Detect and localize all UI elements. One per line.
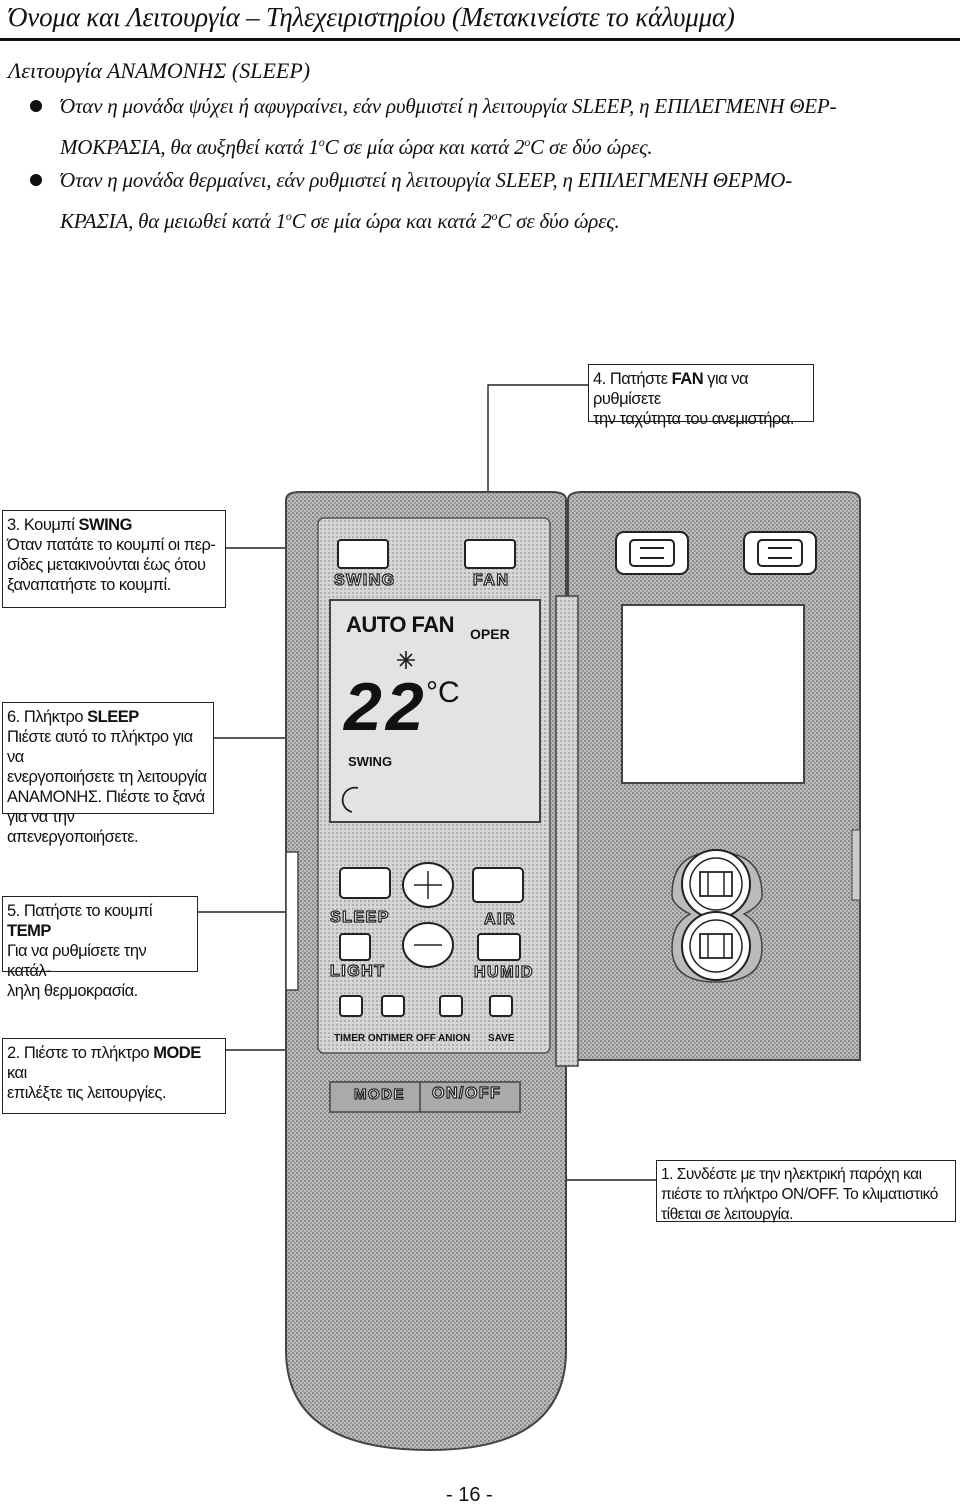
callout-fan: 4. Πατήστε FAN για να ρυθμίσετε την ταχύ… — [588, 364, 814, 428]
mode-button[interactable]: MODE — [353, 1085, 405, 1103]
callout-onoff: 1. Συνδέστε με την ηλεκτρική παρόχη και … — [656, 1160, 956, 1223]
timer-on-label: TIMER ON — [334, 1033, 383, 1044]
lcd-unit: °C — [426, 676, 460, 709]
callout-swing: 3. Κουμπί SWING Όταν πατάτε το κουμπί οι… — [2, 510, 226, 608]
lcd-temperature: 22 — [344, 669, 428, 745]
callout-mode: 2. Πιέστε το πλήκτρο MODE και επιλέξτε τ… — [2, 1038, 226, 1114]
anion-label: ANION — [438, 1033, 471, 1044]
light-button-label: LIGHT — [329, 962, 386, 980]
section-subtitle: Λειτουργία ΑΝΑΜΟΝΗΣ (SLEEP) — [8, 58, 311, 83]
bullet-1-line-1: Όταν η μονάδα ψύχει ή αφυγραίνει, εάν ρυ… — [60, 94, 837, 118]
lcd-oper: OPER — [470, 626, 510, 642]
remote-illustration — [63, 384, 861, 1452]
timer-off-label: TIMER OFF — [382, 1033, 436, 1044]
lcd-auto-fan: AUTO FAN — [346, 612, 455, 637]
lcd-swing: SWING — [348, 754, 393, 769]
bullet-1-line-2: ΜΟΚΡΑΣΙΑ, θα αυξηθεί κατά 1oC σε μία ώρα… — [60, 135, 653, 159]
bullet-dot — [30, 100, 42, 112]
fan-button-label: FAN — [472, 571, 510, 589]
bullet-2-line-1: Όταν η μονάδα θερμαίνει, εάν ρυθμιστεί η… — [60, 168, 793, 192]
bullet-dot — [30, 174, 42, 186]
snowflake-icon — [397, 651, 415, 669]
moon-icon — [341, 786, 359, 813]
callout-sleep: 6. Πλήκτρο SLEEP Πιέστε αυτό το πλήκτρο … — [2, 702, 214, 846]
bullet-2-line-2: ΚΡΑΣΙΑ, θα μειωθεί κατά 1oC σε μία ώρα κ… — [60, 209, 620, 233]
title-rule — [0, 38, 960, 41]
swing-button-label: SWING — [333, 571, 396, 589]
sleep-button-label: SLEEP — [329, 908, 390, 926]
callout-temp: 5. Πατήστε το κουμπί TEMP Για να ρυθμίσε… — [2, 896, 198, 1000]
save-label: SAVE — [488, 1033, 515, 1044]
humid-button-label: HUMID — [473, 963, 534, 981]
onoff-button[interactable]: ON/OFF — [431, 1084, 502, 1102]
page-number: - 16 - — [446, 1484, 493, 1506]
air-button-label: AIR — [483, 910, 517, 928]
page-title: Όνομα και Λειτουργία – Τηλεχειριστηρίου … — [8, 2, 735, 32]
